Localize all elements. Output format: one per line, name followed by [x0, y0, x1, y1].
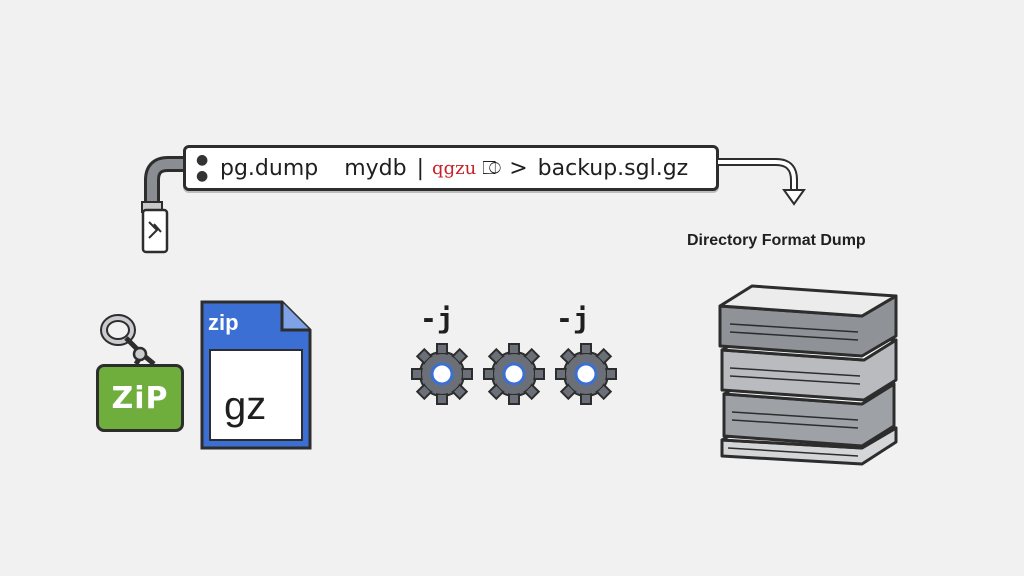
command-redirect: >: [509, 155, 528, 181]
command-prefix: pg.dump: [220, 155, 319, 181]
command-pipe: |: [416, 155, 425, 181]
terminal-dots-icon: ●●: [196, 152, 209, 184]
stacked-folders-icon: [718, 284, 898, 466]
command-bar: ●● pg.dump mydb | qgzu ⎄ > backup.sgl.gz: [183, 145, 719, 191]
curved-arrow-icon: [718, 158, 806, 206]
gz-file-icon: zip gz: [196, 298, 314, 452]
parallel-flag-1: -j: [420, 302, 454, 335]
command-output: backup.sgl.gz: [537, 155, 689, 181]
command-db: mydb: [344, 155, 407, 181]
hose-nozzle-icon: [141, 156, 185, 254]
link-glyph-icon: ⎄: [482, 157, 502, 179]
parallel-flag-2: -j: [556, 302, 590, 335]
bag-handle-icon: [100, 314, 156, 366]
file-tab-label: zip: [208, 310, 239, 335]
command-compressor: qgzu: [432, 157, 477, 179]
file-ext-label: gz: [224, 384, 267, 428]
zip-bag-label: ZiP: [111, 380, 169, 416]
gear-icon: [410, 342, 618, 406]
zip-bag-icon: ZiP: [96, 364, 184, 432]
output-format-label: Directory Format Dump: [687, 232, 866, 249]
